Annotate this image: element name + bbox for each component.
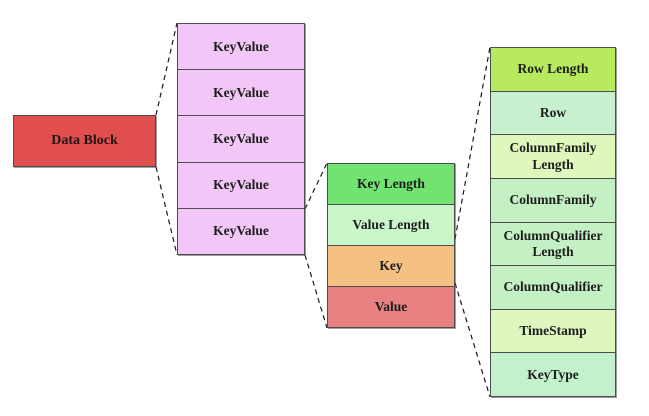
- keyvalue-column: KeyValue KeyValue KeyValue KeyValue KeyV…: [177, 23, 305, 255]
- cell-columnfamily-length: ColumnFamily Length: [491, 135, 615, 179]
- data-block-box: Data Block: [13, 115, 156, 167]
- cell-keytype: KeyType: [491, 353, 615, 396]
- cell-columnfamily: ColumnFamily: [491, 178, 615, 223]
- cell-value-length: Value Length: [328, 205, 454, 246]
- keyvalue-item: KeyValue: [178, 162, 304, 209]
- cell-key: Key: [328, 246, 454, 287]
- connector-datablock-keyvalue-bottom: [155, 166, 178, 256]
- connector-key-expansion-bottom: [454, 282, 491, 398]
- key-detail-column: Row Length Row ColumnFamily Length Colum…: [490, 47, 616, 397]
- keyvalue-item: KeyValue: [178, 208, 304, 255]
- connector-keyvalue-detail-bottom: [304, 254, 328, 329]
- cell-value: Value: [328, 287, 454, 327]
- cell-timestamp: TimeStamp: [491, 309, 615, 354]
- cell-row-length: Row Length: [491, 48, 615, 92]
- cell-columnqualifier: ColumnQualifier: [491, 266, 615, 310]
- connector-keyvalue-detail-top: [304, 162, 328, 210]
- keyvalue-item: KeyValue: [178, 70, 304, 117]
- cell-columnqualifier-length: ColumnQualifier Length: [491, 222, 615, 267]
- keyvalue-item: KeyValue: [178, 24, 304, 71]
- connector-datablock-keyvalue-top: [155, 22, 178, 116]
- cell-key-length: Key Length: [328, 164, 454, 205]
- cell-row: Row: [491, 91, 615, 136]
- keyvalue-item: KeyValue: [178, 116, 304, 163]
- connector-key-expansion-top: [454, 46, 491, 240]
- keyvalue-detail-column: Key Length Value Length Key Value: [327, 163, 455, 328]
